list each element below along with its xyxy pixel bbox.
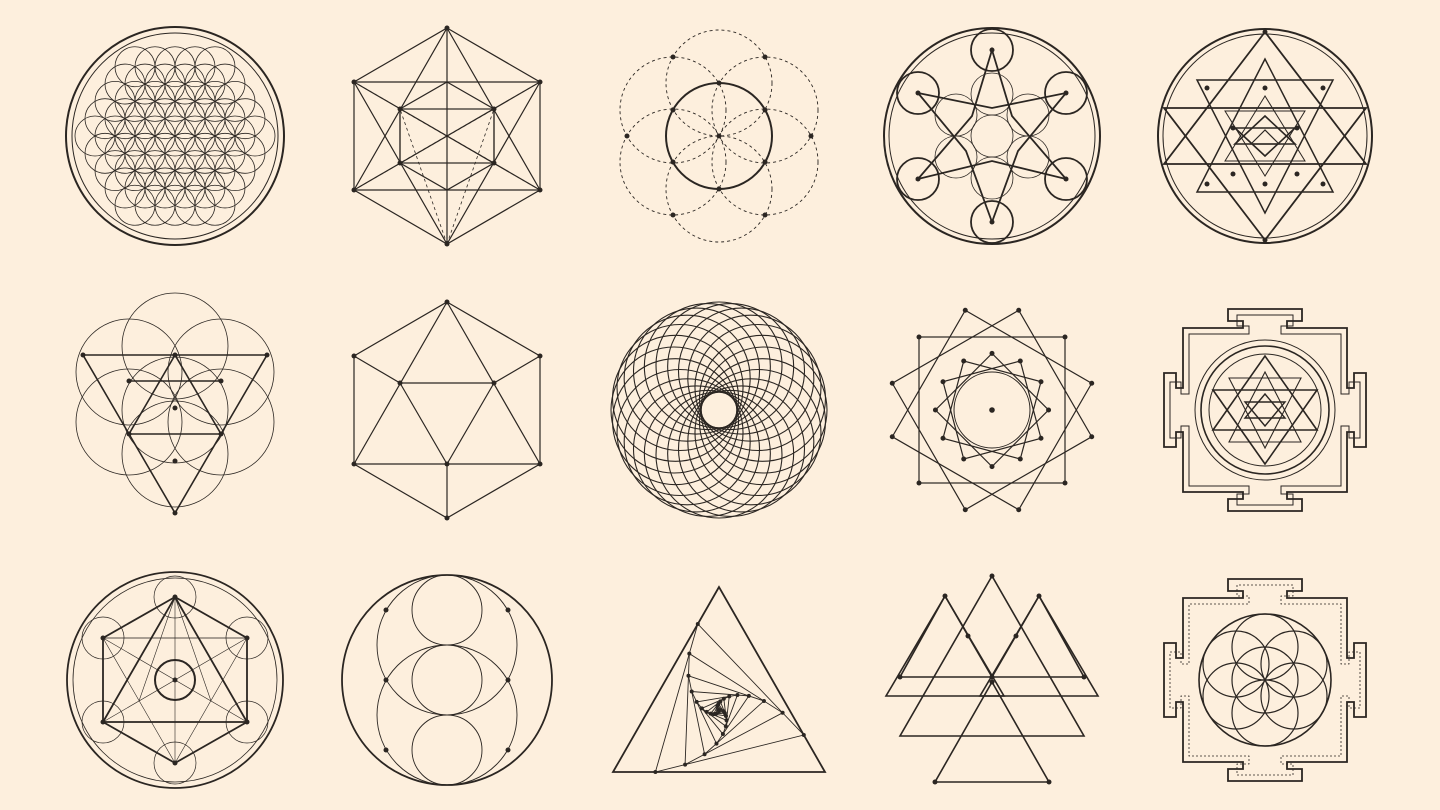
- valknut-triangles-icon: [872, 560, 1112, 800]
- metatron-cube-hexagon-icon: [327, 16, 567, 256]
- spiral-triangle-icon: [599, 560, 839, 800]
- flower-of-life-icon: [55, 16, 295, 256]
- metatron-cube-circle-icon: [55, 560, 295, 800]
- vesica-circles-icon: [327, 560, 567, 800]
- seed-of-life-yantra-icon: [1145, 560, 1385, 800]
- flower-of-life-svg: [65, 26, 285, 246]
- triangle-circles-icon: [55, 290, 295, 530]
- sri-yantra-circle-icon: [1145, 16, 1385, 256]
- hexagon-triangles-icon: [327, 290, 567, 530]
- sri-yantra-square-icon: [1145, 290, 1385, 530]
- metatron-star-circles-icon: [872, 16, 1112, 256]
- seed-of-life-dashed-icon: [599, 16, 839, 256]
- torus-circles-icon: [599, 290, 839, 530]
- squares-star-icon: [872, 290, 1112, 530]
